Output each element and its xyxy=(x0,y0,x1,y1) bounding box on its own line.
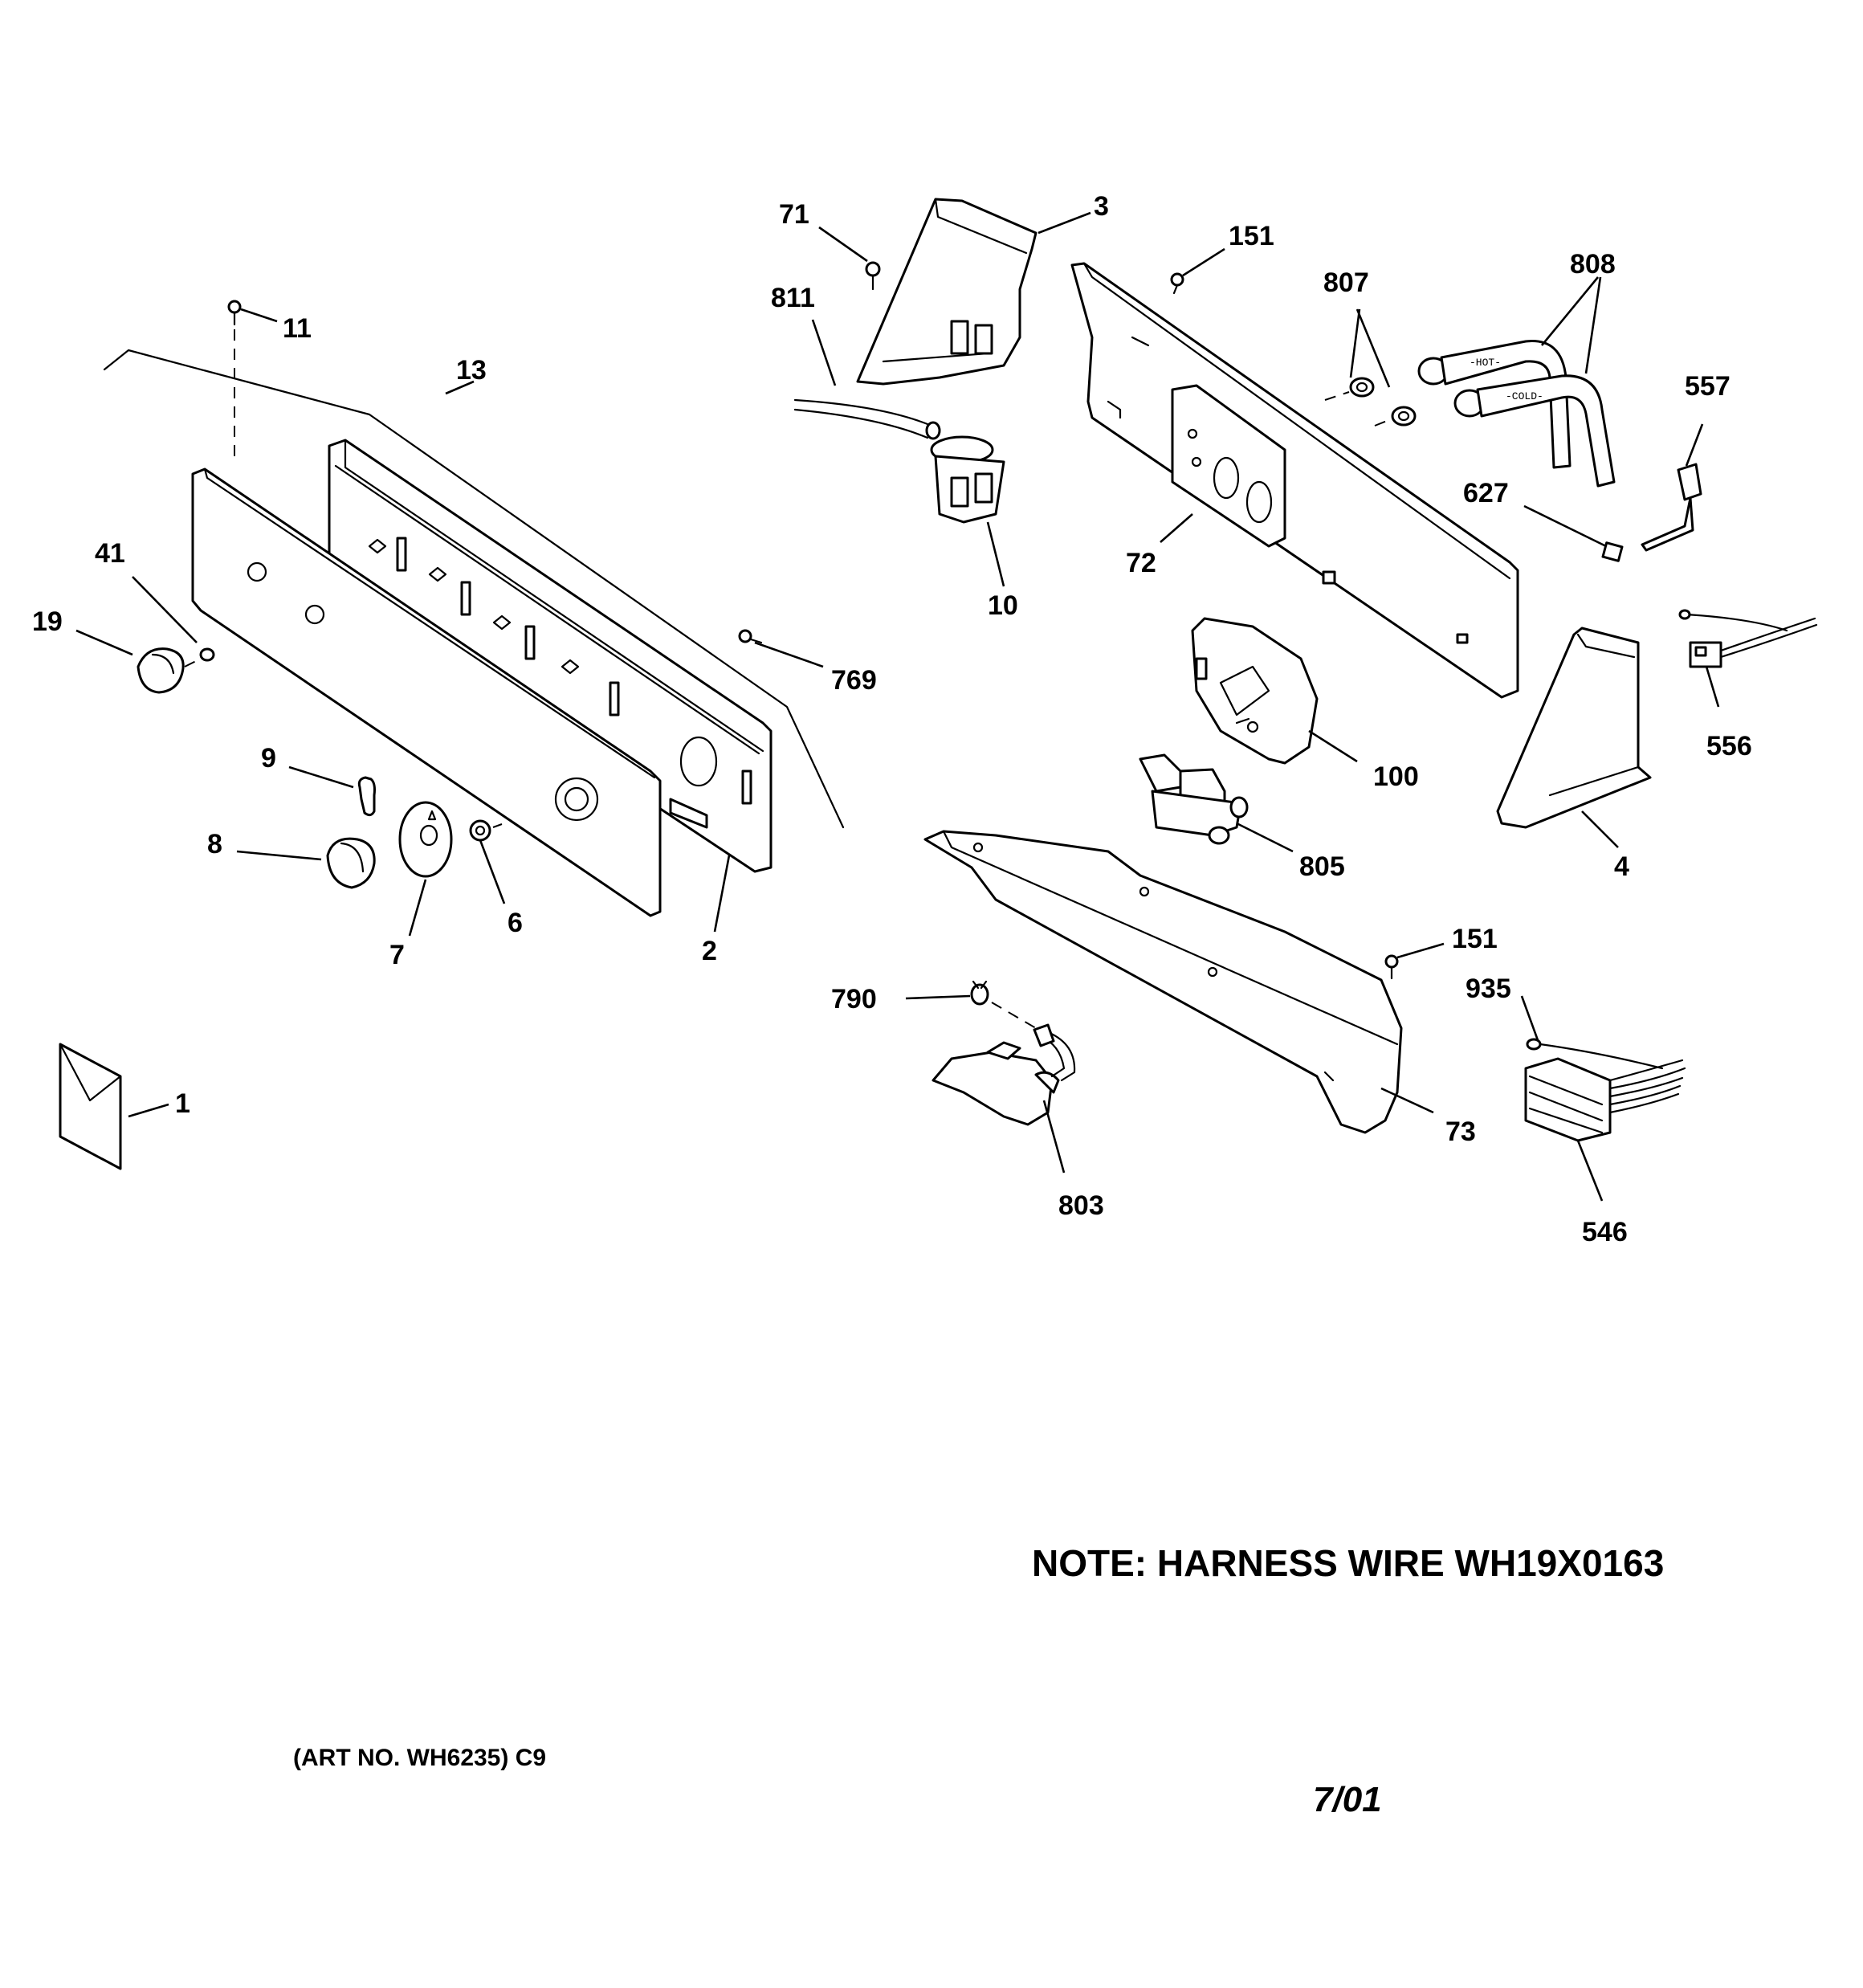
screw-151-lower xyxy=(1384,954,1399,980)
dial-7 xyxy=(398,801,453,878)
hose-hot-label: -HOT- xyxy=(1470,357,1501,369)
callout-9: 9 xyxy=(261,743,276,774)
callout-790: 790 xyxy=(831,984,877,1014)
dispenser-803 xyxy=(932,1023,1076,1126)
endcap-3 xyxy=(856,198,1037,386)
clip-9 xyxy=(357,776,376,817)
screw-11 xyxy=(227,300,242,458)
revision-date: 7/01 xyxy=(1313,1780,1382,1819)
callout-41: 41 xyxy=(95,538,125,569)
inlet-hoses-808: -HOT- -COLD- xyxy=(1417,340,1616,488)
callout-73: 73 xyxy=(1445,1116,1476,1147)
screw-151-top xyxy=(1170,272,1184,295)
timer-100 xyxy=(1191,617,1319,765)
callout-807: 807 xyxy=(1323,267,1369,298)
callout-labels: 1 2 3 4 6 7 8 9 10 11 13 19 41 71 72 73 … xyxy=(32,191,1752,1247)
part-627 xyxy=(1601,541,1624,562)
callout-151-lower: 151 xyxy=(1452,924,1498,954)
control-panel-frame-13 xyxy=(328,439,773,873)
screw-71 xyxy=(865,261,881,291)
callout-557: 557 xyxy=(1685,371,1731,402)
envelope-1 xyxy=(59,1043,122,1170)
nut-6 xyxy=(469,819,503,842)
callout-805: 805 xyxy=(1299,851,1345,882)
power-cord-557 xyxy=(1641,463,1702,552)
callout-803: 803 xyxy=(1058,1190,1104,1221)
knob-8 xyxy=(326,837,376,889)
harness-546 xyxy=(1524,1057,1686,1142)
endcap-4 xyxy=(1496,627,1652,829)
callout-627: 627 xyxy=(1463,478,1509,508)
callout-556: 556 xyxy=(1706,731,1752,761)
console-outline xyxy=(103,349,845,829)
callout-19: 19 xyxy=(32,606,63,637)
pressure-switch-10 xyxy=(930,435,1005,524)
knob-19 xyxy=(137,647,202,694)
callout-100: 100 xyxy=(1373,761,1419,792)
screw-769 xyxy=(738,629,763,644)
harness-note: NOTE: HARNESS WIRE WH19X0163 xyxy=(1032,1542,1664,1584)
callout-769: 769 xyxy=(831,665,877,696)
washers-807 xyxy=(1324,377,1417,427)
callout-935: 935 xyxy=(1466,974,1511,1004)
callout-10: 10 xyxy=(988,590,1018,621)
leader-lines xyxy=(75,211,1720,1202)
callout-7: 7 xyxy=(389,940,405,970)
front-panel-2 xyxy=(191,467,662,917)
callout-811: 811 xyxy=(771,283,815,313)
callout-3: 3 xyxy=(1094,191,1109,222)
art-number: (ART NO. WH6235) C9 xyxy=(293,1745,546,1771)
callout-8: 8 xyxy=(207,829,222,859)
callout-2: 2 xyxy=(702,936,717,966)
set-screw-41 xyxy=(199,647,215,662)
tube-811 xyxy=(793,398,941,440)
callout-546: 546 xyxy=(1582,1217,1628,1247)
backsplash-72 xyxy=(1070,262,1519,699)
callout-4: 4 xyxy=(1614,851,1629,882)
connector-556 xyxy=(1678,609,1818,668)
callout-71: 71 xyxy=(779,199,809,230)
callout-1: 1 xyxy=(175,1088,190,1119)
callout-6: 6 xyxy=(508,908,523,938)
hose-cold-label: -COLD- xyxy=(1506,390,1543,402)
callout-808: 808 xyxy=(1570,249,1616,280)
callout-72: 72 xyxy=(1126,548,1156,578)
callout-13: 13 xyxy=(456,355,487,386)
clamp-790 xyxy=(970,980,1037,1029)
wire-935 xyxy=(1526,1038,1664,1070)
callout-11: 11 xyxy=(283,313,312,344)
water-valve-805 xyxy=(1139,753,1249,845)
callout-151-top: 151 xyxy=(1229,221,1274,251)
bottom-panel-73 xyxy=(923,830,1403,1134)
